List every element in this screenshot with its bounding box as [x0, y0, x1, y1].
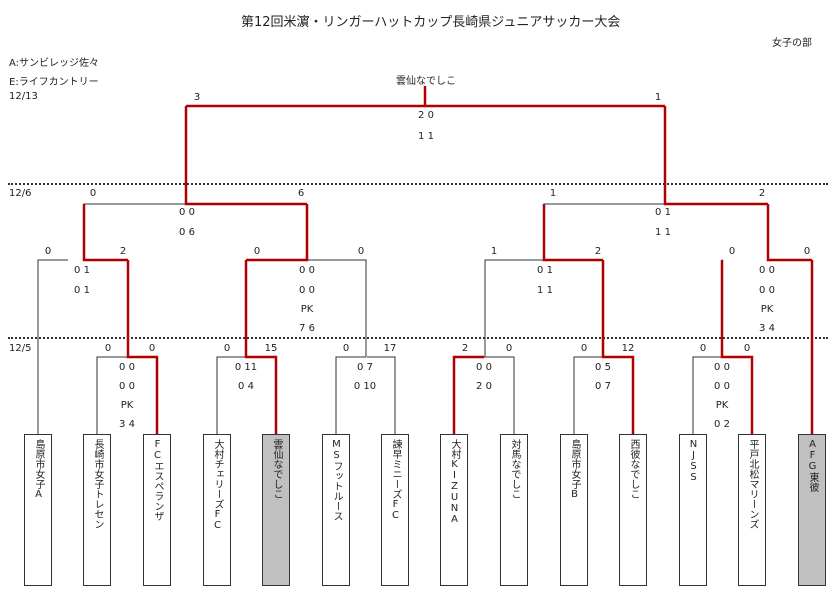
- team-box: 対馬なでしこ: [500, 434, 528, 586]
- team-box: NJSS: [679, 434, 707, 586]
- team-box: 諫早ミニーズFC: [381, 434, 409, 586]
- r2m4-score-left: 0: [728, 246, 736, 257]
- team-box: 長崎市女子トレセン: [83, 434, 111, 586]
- sf1-score-right: 6: [297, 188, 305, 199]
- division-label: 女子の部: [772, 38, 812, 49]
- r2m1-half2: 0 1: [74, 285, 90, 296]
- r1m6-score-left: 0: [699, 343, 707, 354]
- r2m4-half1: 0 0: [759, 265, 775, 276]
- r2m2-half1: 0 0: [299, 265, 315, 276]
- date-final: 12/13: [9, 91, 38, 102]
- r1m3-score-left: 0: [342, 343, 350, 354]
- r2m3-score-right: 2: [594, 246, 602, 257]
- r1m1-pk-label: PK: [120, 400, 134, 411]
- sf2-half2: 1 1: [655, 227, 671, 238]
- team-box: AFG東彼: [798, 434, 826, 586]
- venue-a-label: A:サンビレッジ佐々: [9, 58, 100, 69]
- r1m5-half2: 0 7: [595, 381, 611, 392]
- r1m2-half1: 0 11: [234, 362, 258, 373]
- r1m4-half1: 0 0: [476, 362, 492, 373]
- r1m1-score-left: 0: [104, 343, 112, 354]
- round-separator-round2: [8, 183, 828, 185]
- team-box: FCエスペランザ: [143, 434, 171, 586]
- r1m6-half2: 0 0: [714, 381, 730, 392]
- r1m1-half1: 0 0: [119, 362, 135, 373]
- final-score-right: 1: [654, 92, 662, 103]
- r1m4-score-left: 2: [461, 343, 469, 354]
- team-box: 島原市女子A: [24, 434, 52, 586]
- date-round2: 12/6: [9, 188, 32, 199]
- r2m2-half2: 0 0: [299, 285, 315, 296]
- r1m1-score-right: 0: [148, 343, 156, 354]
- r1m3-score-right: 17: [383, 343, 397, 354]
- r2m2-score-left: 0: [253, 246, 261, 257]
- final-half2: 1 1: [418, 131, 434, 142]
- r2m1-score-left: 0: [44, 246, 52, 257]
- sf1-score-left: 0: [89, 188, 97, 199]
- r1m6-score-right: 0: [743, 343, 751, 354]
- team-box: MSフットルース: [322, 434, 350, 586]
- r2m3-half2: 1 1: [537, 285, 553, 296]
- champion-label: 雲仙なでしこ: [396, 76, 456, 87]
- r2m2-pk-label: PK: [300, 304, 314, 315]
- sf2-score-right: 2: [758, 188, 766, 199]
- date-round1: 12/5: [9, 343, 32, 354]
- r1m2-score-right: 15: [264, 343, 278, 354]
- r1m1-half2: 0 0: [119, 381, 135, 392]
- r2m3-half1: 0 1: [537, 265, 553, 276]
- team-box: 平戸北松マリーンズ: [738, 434, 766, 586]
- final-half1: 2 0: [418, 110, 434, 121]
- r2m1-half1: 0 1: [74, 265, 90, 276]
- team-box: 大村チェリーズFC: [203, 434, 231, 586]
- r1m4-score-right: 0: [505, 343, 513, 354]
- team-box: 大村KIZUNA: [440, 434, 468, 586]
- r2m4-pk-score: 3 4: [759, 323, 775, 334]
- r1m6-half1: 0 0: [714, 362, 730, 373]
- venue-e-label: E:ライフカントリー: [9, 77, 99, 88]
- r2m2-score-right: 0: [357, 246, 365, 257]
- r2m4-half2: 0 0: [759, 285, 775, 296]
- sf1-half2: 0 6: [179, 227, 195, 238]
- r1m6-pk-score: 0 2: [714, 419, 730, 430]
- r2m2-pk-score: 7 6: [299, 323, 315, 334]
- r2m3-score-left: 1: [490, 246, 498, 257]
- r1m1-pk-score: 3 4: [119, 419, 135, 430]
- round-separator-round1: [8, 337, 828, 339]
- r1m5-score-left: 0: [580, 343, 588, 354]
- team-box: 西彼なでしこ: [619, 434, 647, 586]
- r1m4-half2: 2 0: [476, 381, 492, 392]
- team-box: 雲仙なでしこ: [262, 434, 290, 586]
- r1m2-half2: 0 4: [238, 381, 254, 392]
- sf2-half1: 0 1: [655, 207, 671, 218]
- r1m2-score-left: 0: [223, 343, 231, 354]
- r1m3-half2: 0 10: [353, 381, 377, 392]
- r1m3-half1: 0 7: [357, 362, 373, 373]
- r2m4-score-right: 0: [803, 246, 811, 257]
- r2m1-score-right: 2: [119, 246, 127, 257]
- r1m6-pk-label: PK: [715, 400, 729, 411]
- sf1-half1: 0 0: [179, 207, 195, 218]
- page-title: 第12回米濵・リンガーハットカップ長崎県ジュニアサッカー大会: [241, 15, 621, 30]
- r2m4-pk-label: PK: [760, 304, 774, 315]
- r1m5-score-right: 12: [621, 343, 635, 354]
- team-box: 島原市女子B: [560, 434, 588, 586]
- r1m5-half1: 0 5: [595, 362, 611, 373]
- bracket-lines-winner: [82, 86, 814, 434]
- sf2-score-left: 1: [549, 188, 557, 199]
- final-score-left: 3: [193, 92, 201, 103]
